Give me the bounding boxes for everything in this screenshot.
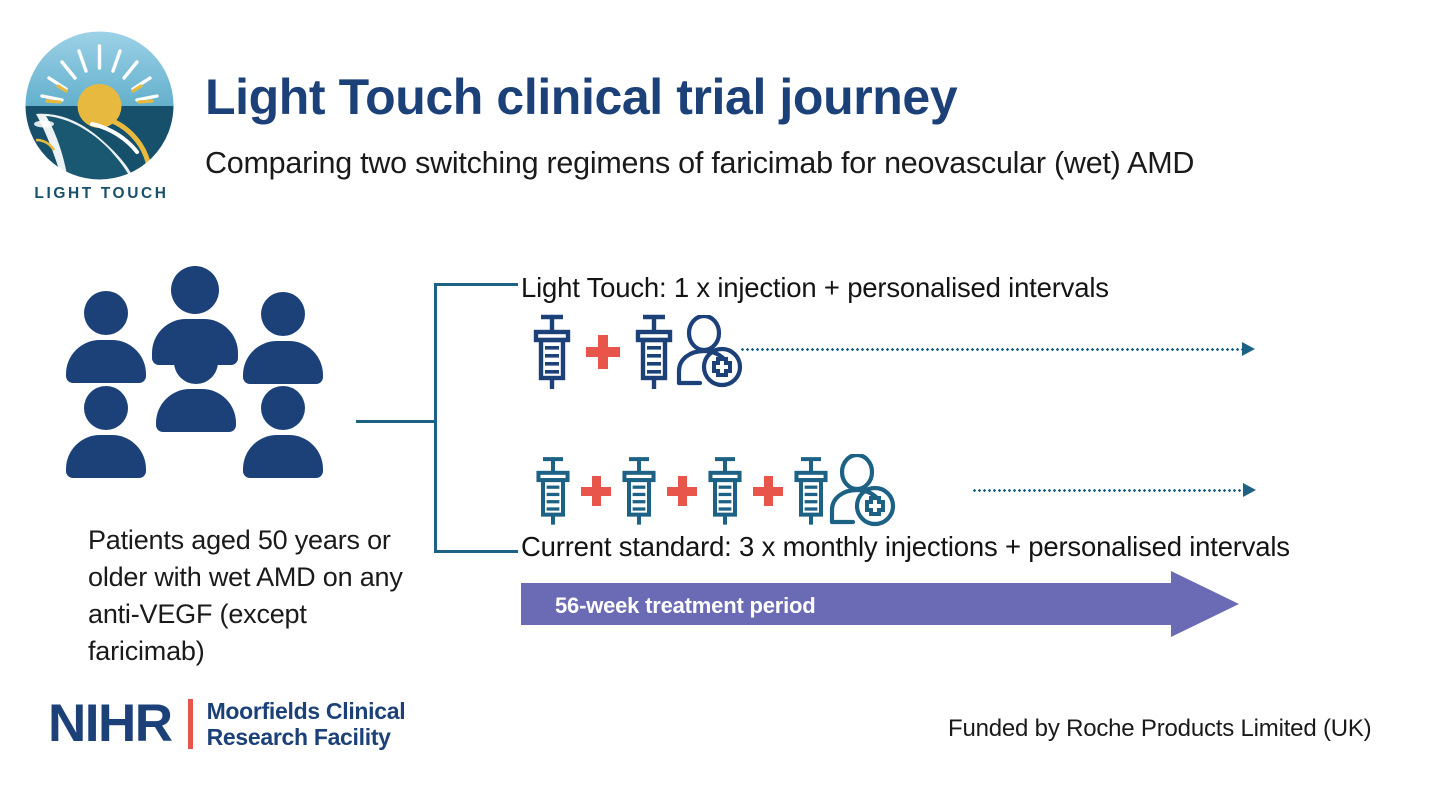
- patient-care-icon: [676, 315, 743, 388]
- arm-label-light-touch: Light Touch: 1 x injection + personalise…: [521, 272, 1109, 303]
- bracket-stem: [356, 420, 436, 423]
- syringe-icon: [794, 457, 828, 525]
- patient-care-icon: [829, 454, 896, 527]
- nihr-unit-line1: Moorfields Clinical: [206, 697, 406, 724]
- timeline-bar: [521, 583, 1171, 625]
- bracket-arm-top: [434, 283, 518, 286]
- arm-label-current-standard: Current standard: 3 x monthly injections…: [521, 531, 1290, 562]
- arm-icons-current-standard: [533, 452, 897, 530]
- bracket-connector: [356, 283, 518, 555]
- page-title: Light Touch clinical trial journey: [205, 69, 958, 125]
- funder-statement: Funded by Roche Products Limited (UK): [948, 715, 1372, 742]
- syringe-icon: [622, 457, 656, 525]
- people-group-icon: [66, 266, 358, 494]
- interval-arrow-current-standard: [972, 483, 1256, 497]
- logo-wordmark: LIGHT TOUCH: [34, 185, 169, 202]
- syringe-icon: [536, 457, 570, 525]
- plus-sign-icon: [667, 476, 697, 506]
- timeline-arrowhead-icon: [1171, 571, 1239, 637]
- timeline-label: 56-week treatment period: [555, 593, 816, 618]
- page-subtitle: Comparing two switching regimens of fari…: [205, 146, 1195, 180]
- interval-arrow-light-touch: [740, 342, 1255, 356]
- light-touch-logo: LIGHT TOUCH: [22, 28, 190, 213]
- bracket-spine: [434, 283, 437, 553]
- nihr-divider: [187, 698, 193, 749]
- plus-sign-icon: [753, 476, 783, 506]
- plus-sign-icon: [586, 335, 620, 369]
- syringe-icon: [635, 314, 673, 389]
- arm-icons-light-touch: [530, 313, 744, 391]
- bracket-arm-bottom: [434, 550, 518, 553]
- nihr-unit-line2: Research Facility: [206, 723, 391, 750]
- treatment-period-arrow: 56-week treatment period: [521, 571, 1239, 637]
- nihr-unit-name: Moorfields Clinical Research Facility: [207, 698, 406, 750]
- syringe-icon: [533, 314, 571, 389]
- population-description: Patients aged 50 years or older with wet…: [88, 525, 403, 666]
- syringe-icon: [708, 457, 742, 525]
- nihr-logo: NIHR Moorfields Clinical Research Facili…: [48, 694, 406, 753]
- nihr-wordmark: NIHR: [48, 694, 173, 753]
- plus-sign-icon: [581, 476, 611, 506]
- sunrise-hand-logo-icon: [22, 28, 177, 183]
